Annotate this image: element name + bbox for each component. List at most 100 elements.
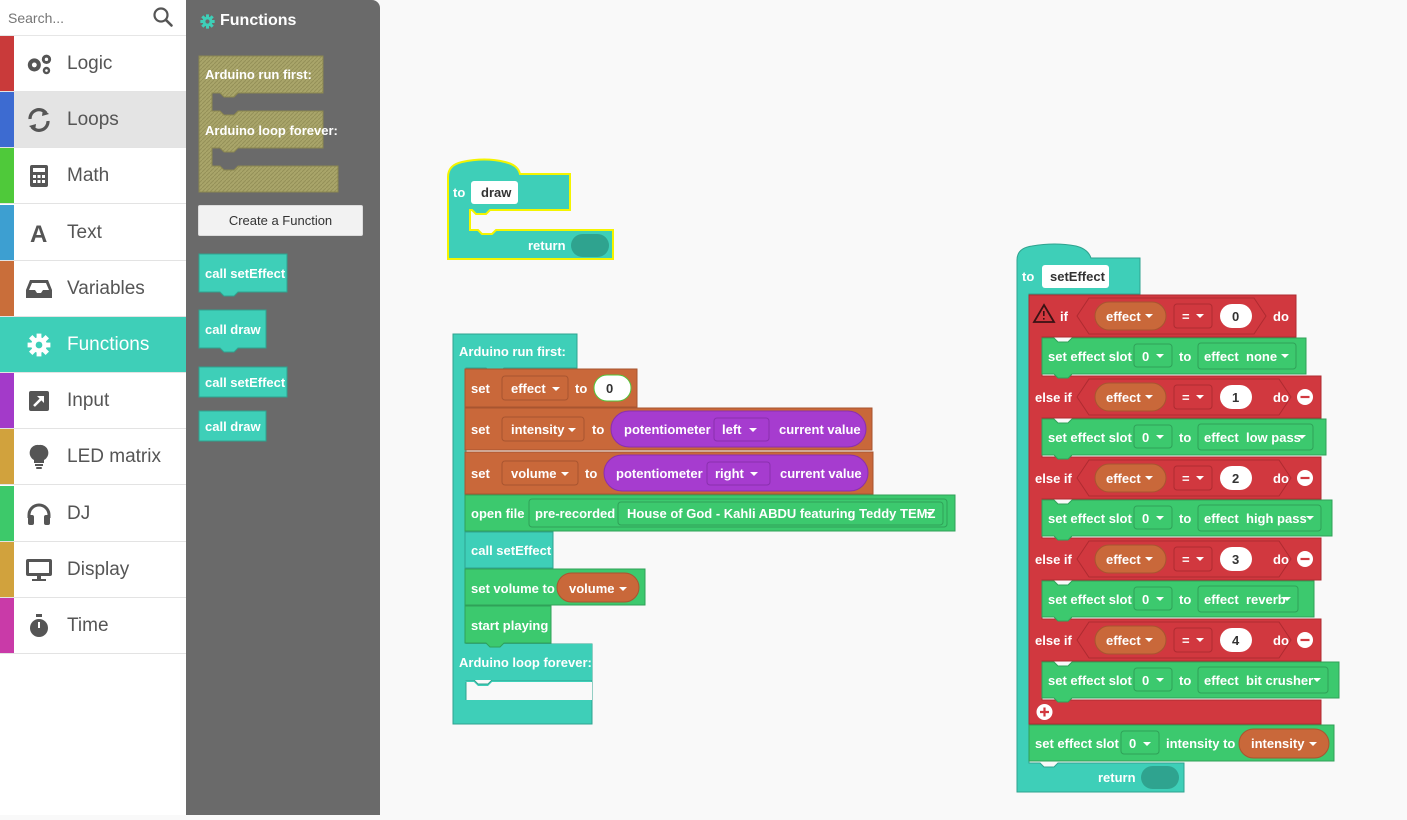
call-draw-value-block[interactable]: call draw	[198, 410, 267, 442]
create-function-button[interactable]: Create a Function	[198, 205, 363, 236]
effect-name: bit crusher	[1246, 673, 1313, 688]
else-if-label: else if	[1035, 471, 1073, 486]
chevron-down-icon	[1156, 354, 1164, 358]
side-dropdown[interactable]	[706, 461, 771, 486]
set-slot-label: set effect slot	[1048, 349, 1132, 364]
gear-icon	[25, 332, 53, 358]
category-math[interactable]: Math	[0, 148, 186, 205]
compare-value: 1	[1232, 390, 1239, 405]
compare-value-field[interactable]	[1220, 547, 1252, 571]
effect-label: effect	[1204, 511, 1239, 526]
variable-dropdown[interactable]	[501, 460, 579, 486]
effect-variable[interactable]	[1094, 301, 1167, 331]
function-definition-draw[interactable]: to draw return	[447, 158, 614, 260]
operator-dropdown[interactable]	[1173, 465, 1213, 491]
category-led-matrix[interactable]: LED matrix	[0, 429, 186, 486]
operator-dropdown[interactable]	[1173, 384, 1213, 410]
set-effect-intensity-block[interactable]: set effect slot 0 intensity to intensity	[1028, 724, 1335, 762]
compare-value-field[interactable]	[1220, 385, 1252, 409]
variable-dropdown[interactable]	[501, 375, 569, 401]
call-draw-label: call draw	[205, 322, 262, 337]
set-volume-to-block[interactable]: set volume to volume	[464, 568, 646, 606]
chevron-down-icon	[561, 472, 569, 476]
category-color-bar	[0, 373, 14, 429]
effect-variable[interactable]	[1094, 463, 1167, 493]
effect-variable[interactable]	[1094, 625, 1167, 655]
function-name-field[interactable]	[1042, 265, 1109, 288]
slot-dropdown[interactable]	[1133, 343, 1173, 368]
call-seteffect-value-label: call setEffect	[205, 375, 286, 390]
category-color-bar	[0, 317, 14, 372]
return-socket[interactable]	[1141, 766, 1179, 789]
arduino-main-block[interactable]: Arduino run first: Arduino loop forever:	[452, 333, 593, 725]
effect-type-block[interactable]	[1197, 423, 1314, 451]
category-input[interactable]: Input	[0, 373, 186, 430]
category-functions[interactable]: Functions	[0, 317, 186, 373]
call-seteffect-block[interactable]: call setEffect	[464, 531, 554, 569]
search-input[interactable]	[6, 6, 150, 30]
call-seteffect-value-block[interactable]: call setEffect	[198, 366, 288, 398]
category-color-bar	[0, 36, 14, 91]
reading-label: current value	[779, 422, 861, 437]
operator-dropdown[interactable]	[1173, 303, 1213, 329]
to-label: to	[1179, 430, 1191, 445]
effect-type-block[interactable]	[1197, 585, 1299, 613]
effect-type-block[interactable]	[1197, 666, 1329, 694]
arduino-setup-block[interactable]: Arduino run first: Arduino loop forever:	[198, 55, 339, 193]
effect-type-block[interactable]	[1197, 342, 1297, 370]
do-label: do	[1273, 309, 1289, 324]
intensity-variable[interactable]	[1238, 728, 1330, 759]
search-icon[interactable]	[152, 6, 174, 28]
call-draw-block[interactable]: call draw	[198, 309, 267, 353]
chevron-down-icon	[1298, 435, 1306, 439]
operator-dropdown[interactable]	[1173, 627, 1213, 653]
start-playing-block[interactable]: start playing	[464, 605, 552, 648]
variable-name: effect	[1106, 633, 1141, 648]
compare-value-field[interactable]	[1220, 304, 1252, 328]
effect-variable[interactable]	[1094, 544, 1167, 574]
file-dropdown[interactable]	[617, 501, 944, 526]
number-field[interactable]	[593, 374, 632, 402]
open-file-label: open file	[471, 506, 524, 521]
category-variables[interactable]: Variables	[0, 260, 186, 317]
effect-variable[interactable]	[1094, 382, 1167, 412]
volume-variable[interactable]	[556, 572, 640, 603]
set-volume-block[interactable]: set volume to potentiometer right curren…	[464, 451, 874, 495]
call-draw-value-label: call draw	[205, 419, 262, 434]
headphones-icon	[25, 501, 53, 527]
operator-value: =	[1182, 552, 1190, 567]
side-dropdown[interactable]	[713, 417, 770, 442]
compare-value-field[interactable]	[1220, 466, 1252, 490]
block-workspace[interactable]: to draw return Arduino run first: Arduin…	[380, 0, 1407, 815]
slot-dropdown[interactable]	[1120, 730, 1160, 755]
function-name: setEffect	[1050, 269, 1106, 284]
slot-dropdown[interactable]	[1133, 505, 1173, 530]
return-socket[interactable]	[571, 234, 609, 257]
set-effect-block[interactable]: set effect to 0	[464, 368, 638, 408]
category-color-bar	[0, 148, 14, 204]
operator-dropdown[interactable]	[1173, 546, 1213, 572]
category-dj[interactable]: DJ	[0, 485, 186, 542]
category-display[interactable]: Display	[0, 541, 186, 598]
workspace-canvas[interactable]: to draw return Arduino run first: Arduin…	[380, 0, 1407, 815]
chevron-down-icon	[1196, 476, 1204, 480]
variable-dropdown[interactable]	[501, 416, 585, 442]
slot-dropdown[interactable]	[1133, 586, 1173, 611]
operator-value: =	[1182, 390, 1190, 405]
function-name-field[interactable]	[471, 181, 518, 204]
slot-dropdown[interactable]	[1133, 424, 1173, 449]
effect-type-block[interactable]	[1197, 504, 1322, 532]
open-file-block[interactable]: open file pre-recorded House of God - Ka…	[464, 494, 956, 532]
category-logic[interactable]: Logic	[0, 36, 186, 92]
call-seteffect-block[interactable]: call setEffect	[198, 253, 288, 297]
category-loops[interactable]: Loops	[0, 92, 186, 149]
chevron-down-icon	[749, 428, 757, 432]
slot-dropdown[interactable]	[1133, 667, 1173, 692]
warning-icon	[1032, 303, 1056, 323]
set-intensity-block[interactable]: set intensity to potentiometer left curr…	[464, 407, 873, 451]
chevron-down-icon	[1145, 476, 1153, 480]
compare-value-field[interactable]	[1220, 628, 1252, 652]
category-time[interactable]: Time	[0, 598, 186, 654]
